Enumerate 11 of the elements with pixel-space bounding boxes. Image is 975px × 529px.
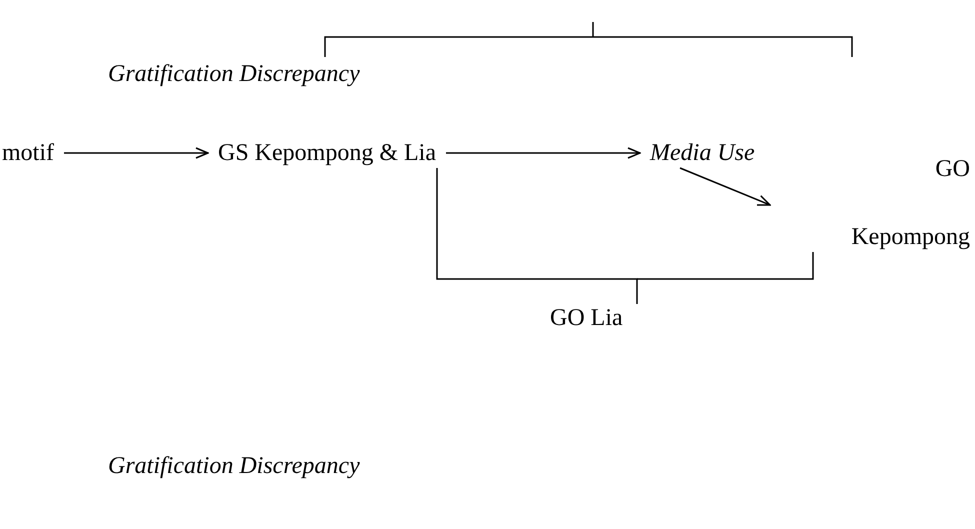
node-label: GO Lia: [550, 305, 623, 331]
node-label: Gratification Discrepancy: [108, 61, 360, 87]
arrow: [446, 147, 641, 159]
arrow: [680, 167, 771, 206]
node-label: GS Kepompong & Lia: [218, 140, 436, 166]
node-label: Media Use: [650, 140, 755, 166]
arrow: [64, 147, 209, 159]
node-label: motif: [2, 140, 54, 166]
node-label: Gratification Discrepancy: [108, 453, 360, 479]
node-label: GO Kepompong: [851, 156, 970, 250]
connector-line: [436, 168, 638, 304]
